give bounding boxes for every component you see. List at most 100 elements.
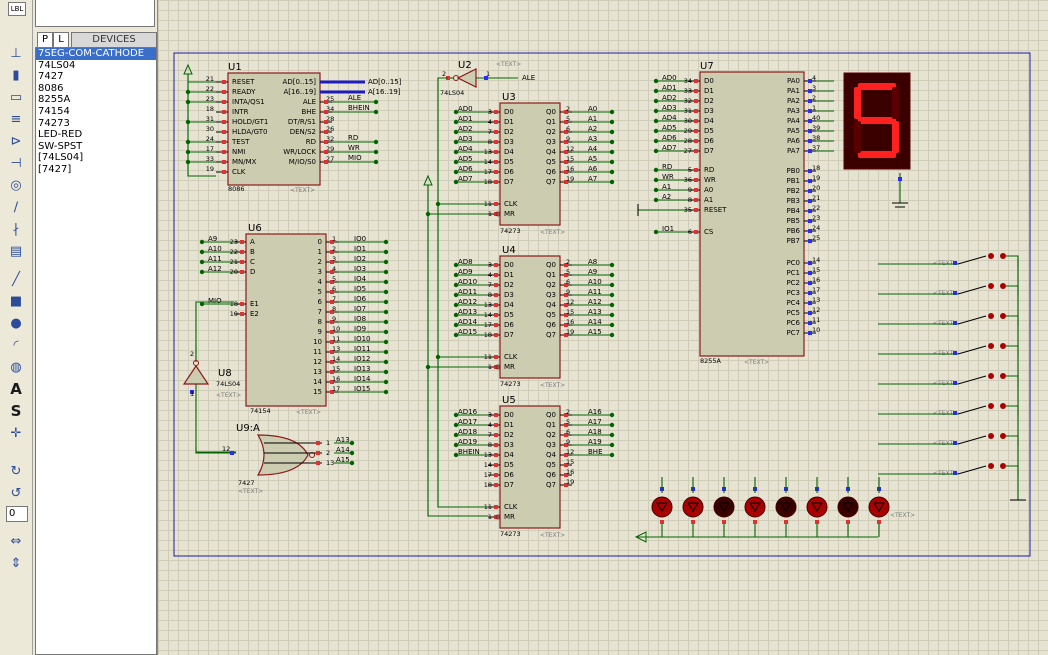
wire-label-icon[interactable]: ▭ [9, 89, 23, 105]
net-label: IO3 [354, 265, 366, 273]
pin-label: PC0 [786, 259, 800, 267]
current-probe-icon[interactable]: ∤ [12, 221, 20, 237]
junction [653, 88, 659, 94]
junction [383, 359, 389, 365]
pin-number: 27 [326, 155, 334, 163]
path-tool-icon[interactable]: ◍ [10, 359, 22, 375]
device-list-item[interactable]: 7SEG-COM-CATHODE [36, 48, 156, 60]
pick-devices-button[interactable]: P [37, 32, 53, 48]
net-label: IO12 [354, 355, 370, 363]
net-label: IO9 [354, 325, 366, 333]
label-mode-button[interactable]: LBL [8, 2, 26, 16]
virtual-instrument-icon[interactable]: ▤ [9, 243, 23, 259]
junction [453, 322, 459, 328]
component-mode-icon[interactable]: ⊥ [10, 45, 22, 61]
wire [437, 77, 488, 508]
pin-number: 2 [326, 449, 330, 457]
junction [453, 149, 459, 155]
pin-state-marker [564, 423, 568, 427]
rotate-ccw-icon[interactable]: ↺ [10, 485, 22, 501]
rotate-cw-icon[interactable]: ↻ [10, 463, 22, 479]
probe-icon[interactable]: ∕ [13, 199, 19, 215]
device-list-item[interactable]: SW-SPST [38, 140, 83, 152]
box-tool-icon[interactable]: ■ [9, 293, 23, 309]
rotation-field[interactable]: 0 [6, 506, 28, 522]
pin-label: PB0 [787, 167, 800, 175]
device-list-item[interactable]: LED-RED [38, 129, 83, 141]
junction [609, 159, 615, 165]
pin-label: Q7 [546, 481, 556, 489]
pin-state-marker [808, 139, 812, 143]
led [868, 496, 890, 518]
library-manager-button[interactable]: L [53, 32, 69, 48]
text-script-icon[interactable]: ≡ [10, 111, 22, 127]
text-tool-icon[interactable]: A [10, 380, 22, 398]
pin-state-marker [694, 198, 698, 202]
pin-label: D2 [704, 97, 714, 105]
net-label: A8 [588, 258, 597, 266]
pin-label: PC1 [786, 269, 800, 277]
arc-tool-icon[interactable]: ◜ [13, 337, 19, 353]
junction [373, 99, 379, 105]
circle-tool-icon[interactable]: ● [10, 315, 22, 331]
net-label: IO14 [354, 375, 371, 383]
junction-icon[interactable]: ▮ [12, 67, 20, 83]
device-list-item[interactable]: 74LS04 [38, 59, 76, 71]
terminal-icon[interactable]: ⊳ [10, 133, 22, 149]
pin-state-marker [564, 473, 568, 477]
pin-number: 13 [332, 345, 340, 353]
pin-state-marker [494, 202, 498, 206]
pin-label: D0 [504, 411, 514, 419]
wire [1006, 345, 1019, 356]
symbol-tool-icon[interactable]: S [10, 402, 22, 420]
net-label: AD16 [458, 408, 478, 416]
pin-number: 2 [566, 408, 570, 416]
device-list-item[interactable]: 8086 [38, 82, 64, 94]
generator-icon[interactable]: ◎ [10, 177, 22, 193]
net-label: A4 [588, 145, 598, 153]
device-pin-icon[interactable]: ⊣ [10, 155, 22, 171]
switch-contact [988, 433, 994, 439]
net-label: IO0 [354, 235, 366, 243]
net-label: IO7 [354, 305, 366, 313]
component-ref: U4 [502, 245, 516, 256]
mirror-horizontal-icon[interactable]: ⇔ [10, 533, 22, 549]
pin-state-marker [808, 129, 812, 133]
device-list-item[interactable]: [7427] [38, 163, 72, 175]
net-label: A5 [588, 155, 597, 163]
pin-state-marker [694, 168, 698, 172]
pin-label: Q5 [546, 158, 556, 166]
switch-lever [957, 345, 987, 355]
device-list-item[interactable]: 74273 [38, 117, 70, 129]
pin-number: 2 [442, 70, 446, 78]
junction [199, 249, 205, 255]
pin-label: E1 [250, 300, 259, 308]
junction [609, 149, 615, 155]
device-list-item[interactable]: [74LS04] [38, 152, 84, 164]
preview-window[interactable] [35, 0, 155, 27]
marker-tool-icon[interactable]: ✛ [10, 425, 22, 441]
pin-number: 2 [332, 245, 336, 253]
component-ref: U6 [248, 223, 262, 234]
pin-number: 5 [566, 418, 570, 426]
component-ref: U3 [502, 92, 516, 103]
mirror-vertical-icon[interactable]: ⇕ [10, 555, 22, 571]
device-list-item[interactable]: 7427 [38, 71, 64, 83]
pin-state-marker [694, 178, 698, 182]
line-tool-icon[interactable]: ╱ [12, 271, 20, 287]
pin-state-marker [694, 109, 698, 113]
pin-label: D6 [504, 471, 514, 479]
pin-number: 19 [566, 478, 574, 486]
pin-number: 4 [812, 74, 816, 82]
pin-state-marker [877, 520, 881, 524]
pin-number: 17 [332, 385, 340, 393]
device-list-item[interactable]: 74154 [38, 105, 70, 117]
device-list-item[interactable]: 8255A [38, 94, 71, 106]
pin-number: 38 [812, 134, 820, 142]
pin-number: 25 [812, 234, 820, 242]
pin-label: PB2 [787, 187, 800, 195]
pin-label: PA1 [787, 87, 800, 95]
pin-state-marker [494, 263, 498, 267]
